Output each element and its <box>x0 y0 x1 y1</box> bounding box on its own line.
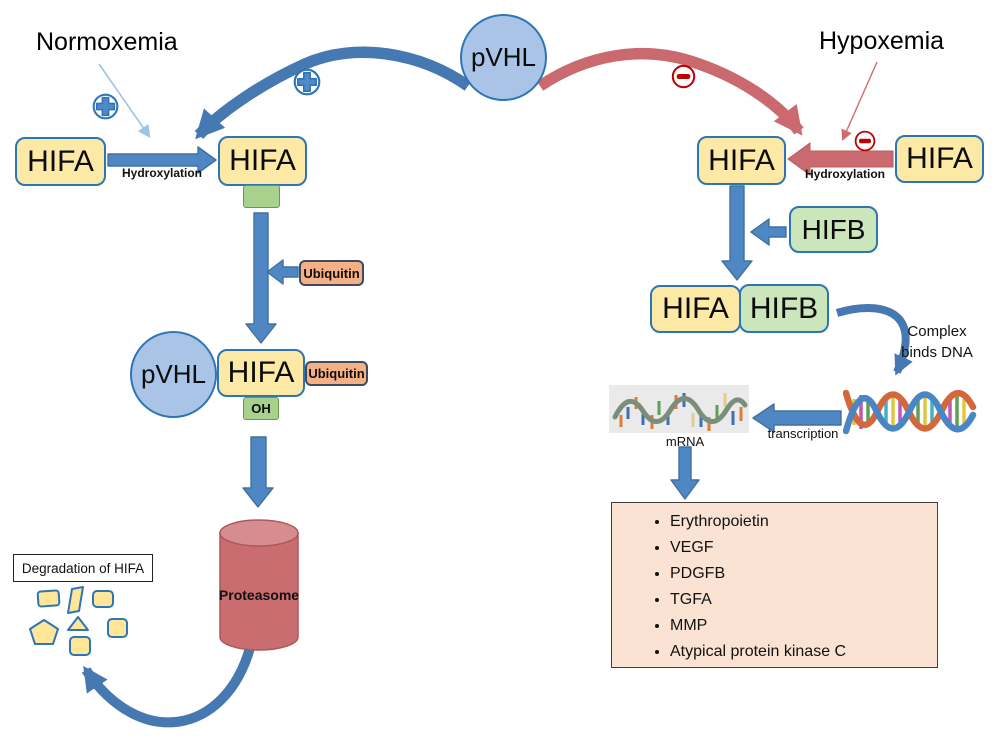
hifa-fragments <box>29 586 128 656</box>
complex-binds-dna-label: Complex binds DNA <box>898 321 976 363</box>
pvhl-inhibited-arrow <box>536 47 804 136</box>
mrna-strand <box>612 396 748 424</box>
hifa-to-dimer-arrow <box>721 185 753 281</box>
hydroxyl-tag-box <box>243 185 280 208</box>
fragment-sliver <box>67 586 84 614</box>
proteasome-cylinder <box>219 519 299 651</box>
hifa-to-complex-arrow <box>245 212 277 344</box>
hifa-box-right-stable: HIFA <box>697 136 786 185</box>
proteasome-top <box>219 519 299 547</box>
ubiquitin-box-free: Ubiquitin <box>299 260 364 286</box>
pvhl-label: pVHL <box>140 359 207 389</box>
gene-list-item: VEGF <box>670 539 937 557</box>
hydroxylation-right-label: Hydroxylation <box>804 167 885 181</box>
hifb-box-dimer: HIFB <box>739 284 829 333</box>
mrna-to-genes-arrow <box>670 446 700 500</box>
hifa-box-left-start: HIFA <box>15 137 106 186</box>
ubiquitin-attach-arrow <box>266 259 299 285</box>
fragment-rect <box>92 590 114 608</box>
hydroxylation-left-arrow <box>107 146 217 174</box>
pvhl-node-top: pVHL <box>460 14 547 101</box>
hifb-label: HIFB <box>749 291 819 325</box>
complex-binds-dna-line1: Complex <box>907 323 967 340</box>
hifb-box: HIFB <box>789 206 878 253</box>
complex-binds-dna-arrow <box>835 304 913 376</box>
hifa-label: HIFA <box>662 292 729 325</box>
hifa-box-complex: HIFA <box>217 349 305 397</box>
gene-list-item: Atypical protein kinase C <box>670 643 937 661</box>
degradation-box: Degradation of HIFA <box>13 554 153 582</box>
gene-list-item: MMP <box>670 617 937 635</box>
dna-helix-image <box>843 389 977 435</box>
pvhl-label: pVHL <box>470 42 537 72</box>
plus-icon <box>293 68 321 96</box>
plus-icon <box>92 93 119 120</box>
hifa-label: HIFA <box>27 144 94 178</box>
proteasome-body <box>219 532 299 651</box>
fragment-rect <box>69 636 91 656</box>
normoxemia-title: Normoxemia <box>36 28 178 56</box>
gene-box: ErythropoietinVEGF PDGFB TGFA MMP Atypical p… <box>611 502 938 668</box>
ubiquitin-label: Ubiquitin <box>308 366 365 381</box>
hifb-label: HIFB <box>801 213 866 245</box>
normoxemia-pointer-arrow <box>98 63 151 139</box>
degradation-label: Degradation of HIFA <box>21 560 145 576</box>
hypoxemia-pointer-arrow <box>841 61 878 142</box>
dna-strand-blue <box>843 391 977 435</box>
hifa-label: HIFA <box>906 142 973 175</box>
gene-list-item: Erythropoietin <box>670 513 937 531</box>
hifb-join-arrow <box>750 218 787 246</box>
proteasome-degradation-arrow <box>81 646 255 728</box>
oh-label: OH <box>251 401 271 416</box>
proteasome-label: Proteasome <box>218 587 300 603</box>
fragment-triangle <box>67 616 89 631</box>
gene-list-item: TGFA <box>670 591 937 609</box>
pvhl-promotes-hydroxylation-arrow <box>194 46 472 140</box>
hifa-box-dimer: HIFA <box>650 285 741 333</box>
fragment-rect <box>107 618 128 638</box>
hypoxemia-title: Hypoxemia <box>819 27 945 55</box>
hydroxylation-left-label: Hydroxylation <box>121 166 202 180</box>
hifa-label: HIFA <box>229 144 296 177</box>
minus-icon <box>854 130 876 152</box>
pvhl-node-complex: pVHL <box>130 331 217 418</box>
oh-tag-box: OH <box>243 397 279 420</box>
fragment-rect <box>36 589 61 608</box>
ubiquitin-label: Ubiquitin <box>303 265 360 281</box>
minus-icon <box>671 64 696 89</box>
transcription-arrow <box>752 403 842 433</box>
hifa-label: HIFA <box>227 356 295 389</box>
ubiquitin-box-attached: Ubiquitin <box>305 361 368 386</box>
hifa-label: HIFA <box>708 143 775 177</box>
gene-list: ErythropoietinVEGF PDGFB TGFA MMP Atypical p… <box>612 513 937 661</box>
hifa-box-left-hydroxylated: HIFA <box>218 136 307 186</box>
complex-binds-dna-line2: binds DNA <box>901 344 973 361</box>
gene-list-item: PDGFB <box>670 565 937 583</box>
complex-to-proteasome-arrow <box>242 436 274 508</box>
transcription-label: transcription <box>767 426 839 441</box>
mrna-label: mRNA <box>665 434 705 449</box>
hifa-box-right-start: HIFA <box>895 135 984 183</box>
fragment-pentagon <box>29 619 59 645</box>
mrna-image <box>609 385 749 433</box>
